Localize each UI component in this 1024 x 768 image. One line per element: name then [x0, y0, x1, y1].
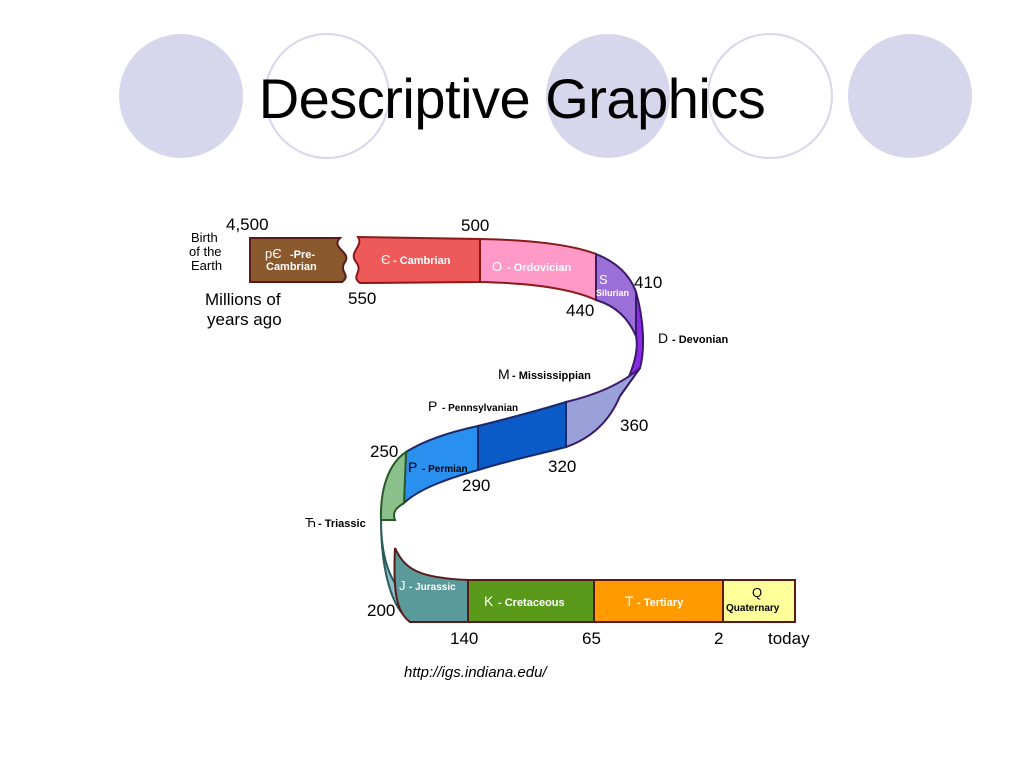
- era-name-line2: Cambrian: [266, 261, 317, 273]
- boundary-550: 550: [348, 289, 376, 308]
- decor-circle-3: [546, 34, 670, 158]
- era-quaternary: Q Quaternary: [722, 579, 796, 623]
- birth-label-3: Earth: [191, 258, 222, 273]
- era-precambrian: pЄ -Pre- Cambrian: [249, 237, 348, 283]
- era-symbol: Q: [752, 585, 762, 600]
- era-symbol: P: [408, 459, 417, 475]
- era-name: - Cretaceous: [498, 597, 565, 609]
- boundary-65: 65: [582, 629, 601, 648]
- boundary-440: 440: [566, 301, 594, 320]
- era-symbol: J: [399, 578, 406, 593]
- boundary-410: 410: [634, 273, 662, 292]
- era-ordovician: O - Ordovician: [479, 237, 597, 302]
- units-label-2: years ago: [207, 310, 282, 329]
- boundary-250: 250: [370, 442, 398, 461]
- era-tertiary: T - Tertiary: [593, 579, 724, 623]
- era-symbol: K: [484, 593, 494, 609]
- boundary-2: 2: [714, 629, 723, 648]
- decor-circle-1: [119, 34, 243, 158]
- boundary-320: 320: [548, 457, 576, 476]
- era-name: Quaternary: [726, 603, 780, 614]
- era-name: - Ordovician: [507, 262, 571, 274]
- mississippian-name: - Mississippian: [512, 370, 591, 382]
- source-url: http://igs.indiana.edu/: [404, 664, 547, 681]
- boundary-290: 290: [462, 476, 490, 495]
- slide-title: Descriptive Graphics: [258, 67, 766, 130]
- decor-circle-2: [264, 33, 390, 159]
- decor-circle-4: [707, 33, 833, 159]
- era-symbol: Є: [381, 252, 390, 267]
- boundary-today: today: [768, 629, 810, 648]
- triassic-name: - Triassic: [318, 518, 366, 530]
- era-name: - Jurassic: [409, 582, 456, 593]
- era-triassic: [379, 450, 408, 521]
- mississippian-symbol: M: [498, 366, 510, 382]
- era-name: - Cambrian: [393, 255, 451, 267]
- boundary-140: 140: [450, 629, 478, 648]
- pennsylvanian-symbol: P: [428, 398, 437, 414]
- boundary-360: 360: [620, 416, 648, 435]
- era-symbol: T: [625, 593, 634, 609]
- birth-label-2: of the: [189, 244, 222, 259]
- era-symbol: O: [492, 259, 502, 274]
- boundary-500: 500: [461, 216, 489, 235]
- era-symbol: S: [599, 272, 608, 287]
- intro-labels: Birth of the Earth 4,500 Millions of yea…: [189, 215, 282, 329]
- era-name: - Tertiary: [637, 597, 684, 609]
- boundary-labels: 550 500 440 410 360 320 290 250 200 140 …: [348, 216, 810, 648]
- era-jurassic: J - Jurassic: [380, 519, 469, 623]
- boundary-200: 200: [367, 601, 395, 620]
- decor-circle-5: [848, 34, 972, 158]
- era-cretaceous: K - Cretaceous: [467, 579, 595, 623]
- pennsylvanian-name: - Pennsylvanian: [442, 403, 518, 414]
- era-silurian: S Silurian: [595, 252, 637, 337]
- era-name: - Permian: [422, 464, 468, 475]
- start-value: 4,500: [226, 215, 269, 234]
- triassic-symbol: Ћ: [305, 515, 316, 530]
- era-symbol: pЄ: [265, 246, 282, 261]
- devonian-name: - Devonian: [672, 334, 729, 346]
- birth-label-1: Birth: [191, 230, 218, 245]
- devonian-symbol: D: [658, 330, 668, 346]
- era-name: Silurian: [596, 288, 629, 298]
- units-label-1: Millions of: [205, 290, 281, 309]
- era-cambrian: Є - Cambrian: [352, 235, 481, 285]
- era-name-line1: -Pre-: [290, 249, 315, 261]
